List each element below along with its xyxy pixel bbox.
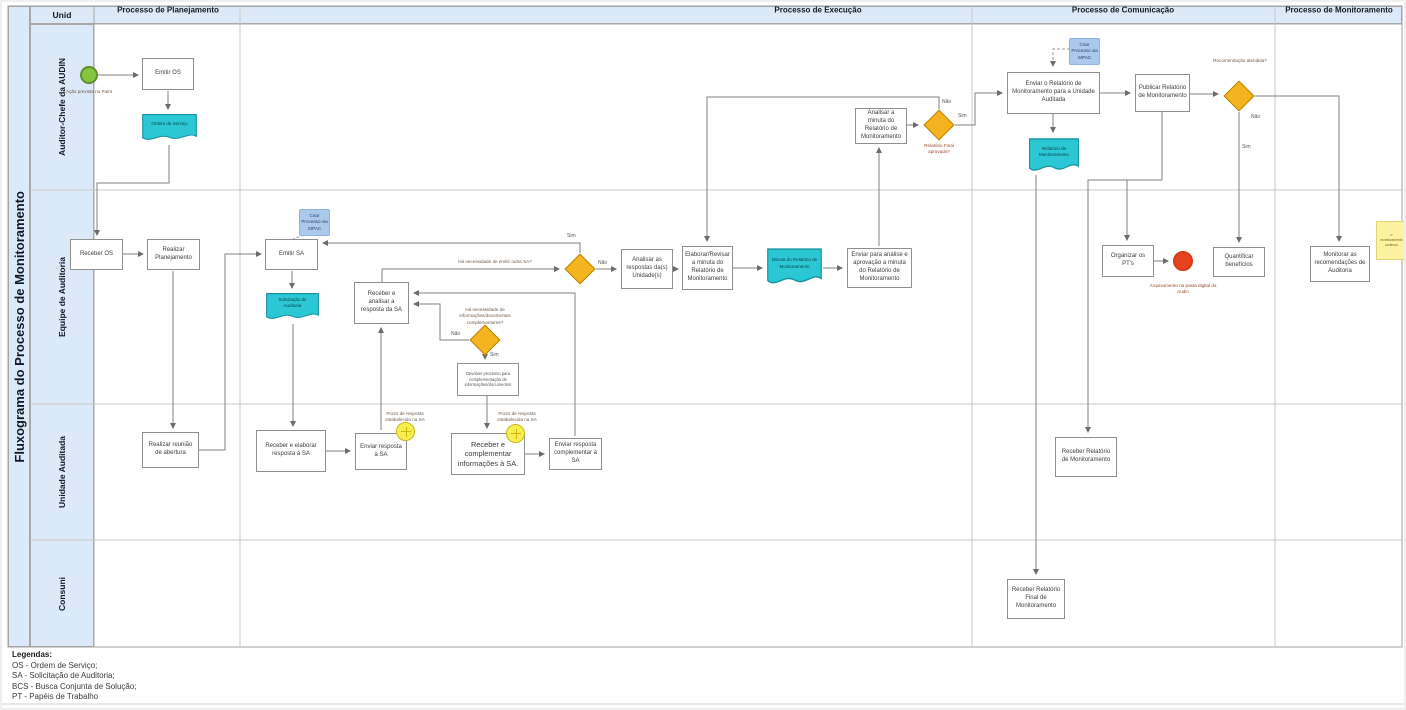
lane-equipe-auditoria-label: Equipe de Auditoria [57, 257, 67, 337]
edge-label-sim-info: Sim [490, 352, 499, 358]
start-event-label: Ação prevista no Paint [66, 89, 112, 94]
task-organizar-pts: Organizar os PT's [1102, 245, 1154, 277]
unit-header-cell: Unid [30, 6, 94, 24]
document-solicitacao-auditoria-label: Solicitação de Auditoria [278, 296, 307, 308]
task-emitir-os: Emitir OS [142, 58, 194, 90]
edge-label-sim-recomendacao: Sim [1242, 144, 1251, 150]
task-analisar-minuta: Analisar a minuta do Relatório de Monito… [855, 108, 907, 144]
document-minuta-relatorio-label: Minuta do Relatório de Monitoramento [771, 257, 818, 269]
lane-consuni-label: Consuni [57, 576, 67, 611]
diagram-title: Fluxograma do Processo de Monitoramento [8, 6, 30, 647]
lane-equipe-auditoria: Equipe de Auditoria [30, 190, 94, 404]
end-event-arquivamento-label: Arquivamento na pasta digital da Audin [1149, 283, 1217, 295]
document-ordem-servico: Ordem de Serviço [141, 113, 198, 144]
task-monitorar-recomendacoes: Monitorar as recomendações de Auditoria [1310, 246, 1370, 282]
task-devolver-processo: Devolver processo para complementação de… [457, 363, 519, 396]
gateway-info-complementar-label: Há necessidade de informações/documentos… [459, 307, 511, 325]
column-header-planejamento: Processo de Planejamento [117, 5, 219, 15]
column-header-execucao: Processo de Execução [774, 5, 862, 15]
task-receber-analisar-resposta: Receber e analisar a resposta da SA [354, 282, 409, 324]
sticky-note: o monitoramento contínuo [1376, 221, 1404, 260]
legend-item-pt: PT - Papéis de Trabalho [12, 692, 99, 701]
gateway-info-complementar [469, 324, 501, 356]
legend-item-os: OS - Ordem de Serviço; [12, 660, 98, 670]
task-enviar-resposta-sa: Enviar resposta à SA [355, 433, 407, 470]
note-criar-processo-sipac-1: Criar Processo via SIPAC [299, 209, 330, 236]
column-header-comunicacao: Processo de Comunicação [1071, 5, 1175, 15]
task-receber-relatorio-monitoramento: Receber Relatório de Monitoramento [1055, 437, 1117, 477]
edge-label-nao-relatorio: Não [942, 99, 952, 105]
diagram-title-text: Fluxograma do Processo de Monitoramento [11, 190, 27, 463]
gateway-emitir-outra-sa [564, 253, 596, 285]
task-elaborar-revisar-minuta: Elaborar/Revisar a minuta do Relatório d… [682, 246, 733, 290]
gateway-recomendacao-atendida [1223, 80, 1255, 112]
legend-title: Legendas: [12, 650, 53, 659]
gateway-relatorio-aprovado [923, 109, 955, 141]
gateway-relatorio-aprovado-label: Relatório Final aprovado? [924, 143, 954, 155]
edge-label-nao-emitir-outra: Não [598, 260, 608, 266]
timer-event-prazo-2-label: Prazo de resposta estabelecida na SA [497, 411, 537, 423]
end-event-arquivamento [1173, 251, 1193, 271]
lane-unidade-auditada: Unidade Auditada [30, 404, 94, 540]
task-analisar-respostas: Analisar as respostas da(s) Unidade(s) [621, 249, 673, 289]
task-realizar-planejamento: Realizar Planejamento [147, 239, 200, 270]
task-enviar-relatorio-unidade: Enviar o Relatório de Monitoramento para… [1007, 72, 1100, 114]
start-event [80, 66, 98, 84]
note-criar-processo-sipac-2: Criar Processo via SIPAC [1069, 38, 1100, 65]
edge-label-sim-relatorio: Sim [958, 113, 967, 119]
header-band [30, 6, 1402, 24]
lane-auditor-chefe-label: Auditor-Chefe da AUDIN [57, 58, 67, 156]
lane-unidade-auditada-label: Unidade Auditada [57, 436, 67, 508]
document-ordem-servico-label: Ordem de Serviço [151, 120, 188, 126]
document-relatorio-monitoramento-label: Relatório de Monitoramento [1038, 145, 1069, 157]
task-publicar-relatorio: Publicar Relatório de Monitoramento [1135, 74, 1190, 112]
document-minuta-relatorio: Minuta do Relatório de Monitoramento [766, 247, 823, 289]
task-enviar-analise-aprovacao: Enviar para análise e aprovação a minuta… [847, 248, 912, 288]
edge-label-sim-emitir-outra: Sim [567, 233, 576, 239]
column-header-monitoramento: Processo de Monitoramento [1285, 5, 1393, 15]
task-receber-os: Receber OS [70, 239, 123, 270]
legend-item-bcs: BCS - Busca Conjunta de Solução; [12, 681, 137, 691]
task-emitir-sa: Emitir SA [265, 239, 318, 270]
timer-event-prazo-1 [396, 422, 415, 441]
sticky-note-text: o monitoramento contínuo [1380, 232, 1403, 248]
timer-event-prazo-1-label: Prazo de resposta estabelecido na SA [385, 411, 425, 423]
unit-header-label: Unid [52, 10, 72, 20]
document-relatorio-monitoramento: Relatório de Monitoramento [1028, 137, 1080, 176]
task-receber-relatorio-final: Receber Relatório Final de Monitoramento [1007, 579, 1065, 619]
task-enviar-resposta-complementar: Enviar resposta complementar à SA [549, 438, 602, 470]
task-realizar-reuniao: Realizar reunião de abertura [142, 432, 199, 468]
task-receber-elaborar-resposta: Receber e elaborar resposta à SA [256, 430, 326, 472]
gateway-recomendacao-label: Recomendação atendida? [1213, 58, 1267, 63]
legend: Legendas: OS - Ordem de Serviço; SA - So… [12, 650, 137, 703]
lane-consuni: Consuni [30, 540, 94, 647]
task-quantificar-beneficios: Quantificar benefícios [1213, 247, 1265, 277]
legend-item-sa: SA - Solicitação de Auditoria; [12, 671, 115, 680]
lane-auditor-chefe: Auditor-Chefe da AUDIN [30, 24, 94, 190]
document-solicitacao-auditoria: Solicitação de Auditoria [265, 292, 320, 323]
gateway-emitir-outra-sa-label: Há necessidade de emitir outra SA? [458, 259, 532, 264]
timer-event-prazo-2 [506, 424, 525, 443]
edge-label-nao-info: Não [451, 331, 461, 337]
edge-label-nao-recomendacao: Não [1251, 114, 1261, 120]
